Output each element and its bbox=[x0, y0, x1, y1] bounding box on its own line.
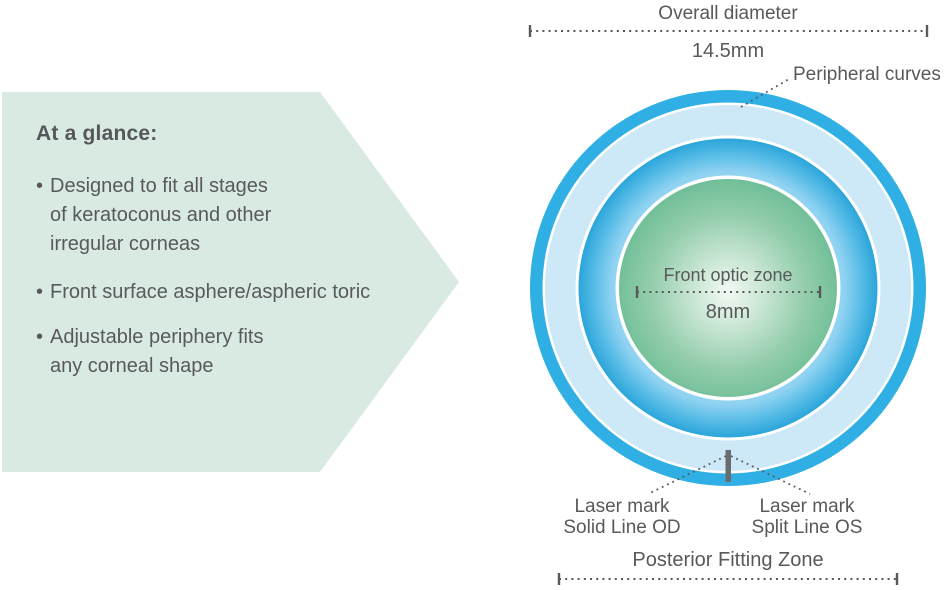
bullet-line: Designed to fit all stages bbox=[50, 175, 268, 197]
bullet-item-front-surface: • Front surface asphere/aspheric toric bbox=[36, 278, 370, 307]
bullet-line: of keratoconus and other bbox=[50, 204, 272, 226]
bullet-text: Adjustable periphery fits any corneal sh… bbox=[50, 323, 263, 381]
bullet-marker: • bbox=[36, 175, 44, 197]
panel-title: At a glance: bbox=[36, 122, 158, 145]
bullet-marker: • bbox=[36, 326, 44, 348]
front-optic-zone-label: Front optic zone bbox=[663, 265, 793, 285]
front-optic-zone-line bbox=[635, 286, 822, 298]
bullet-line: Adjustable periphery fits bbox=[50, 326, 264, 348]
lens-optic-zone bbox=[619, 179, 837, 397]
bullet-marker: • bbox=[36, 281, 44, 303]
bullet-line: any corneal shape bbox=[50, 355, 214, 377]
laser-mark-os-line1: Laser mark bbox=[759, 496, 855, 517]
posterior-fitting-zone-label: Posterior Fitting Zone bbox=[632, 549, 824, 571]
overall-diameter-label: Overall diameter bbox=[658, 3, 798, 24]
overall-diameter-value: 14.5mm bbox=[691, 40, 765, 62]
laser-mark-os-label: Laser mark Split Line OS bbox=[727, 496, 887, 538]
laser-mark-od-line1: Laser mark bbox=[574, 496, 670, 517]
laser-mark-od-label: Laser mark Solid Line OD bbox=[542, 496, 702, 538]
bullet-line: irregular corneas bbox=[50, 233, 201, 255]
bullet-text: Designed to fit all stages of keratoconu… bbox=[50, 172, 271, 259]
bullet-item-adjustable-periphery: • Adjustable periphery fits any corneal … bbox=[36, 323, 263, 381]
overall-diameter-line bbox=[528, 25, 929, 37]
laser-mark bbox=[725, 450, 731, 482]
peripheral-curves-label: Peripheral curves bbox=[793, 64, 941, 85]
front-optic-zone-value: 8mm bbox=[705, 301, 751, 323]
bullet-item-fit-stages: • Designed to fit all stages of keratoco… bbox=[36, 172, 271, 259]
bullet-text: Front surface asphere/aspheric toric bbox=[50, 278, 370, 307]
bullet-line: Front surface asphere/aspheric toric bbox=[50, 281, 371, 303]
posterior-fitting-zone-line bbox=[557, 573, 899, 585]
laser-mark-od-line2: Solid Line OD bbox=[563, 517, 681, 538]
laser-mark-os-line2: Split Line OS bbox=[751, 517, 863, 538]
